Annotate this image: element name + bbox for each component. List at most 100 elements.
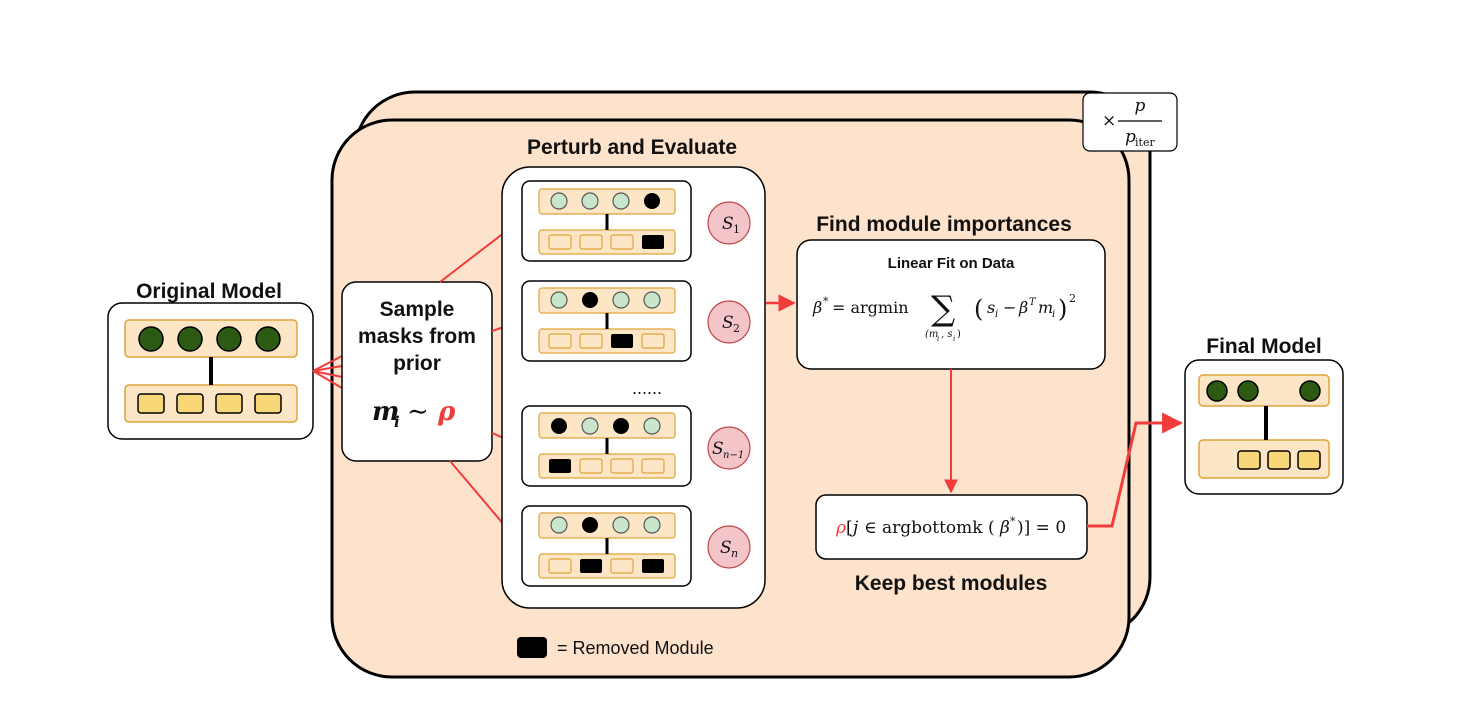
node-active-icon <box>177 326 203 352</box>
perturb-box <box>501 166 766 609</box>
module-removed-icon <box>611 334 633 348</box>
svg-text:S: S <box>720 538 732 558</box>
node-removed-icon <box>582 517 598 533</box>
svg-text:j: j <box>849 518 859 538</box>
node-inactive-icon <box>550 291 568 309</box>
node-active-icon <box>255 326 281 352</box>
module-removed-icon <box>642 559 664 573</box>
removed-module-legend-icon <box>517 637 547 658</box>
svg-text:): ) <box>957 329 961 340</box>
node-removed-icon <box>551 418 567 434</box>
legend: = Removed Module <box>517 637 714 658</box>
prior-update-formula: ρ [ j ∈ argbottomk ( β * )] = 0 <box>835 515 1066 538</box>
linear-fit-title: Linear Fit on Data <box>888 255 1015 272</box>
iterations-badge: × p p iter <box>1082 92 1178 152</box>
module-kept-icon <box>579 234 603 250</box>
svg-text:): ) <box>1058 295 1067 323</box>
objective-formula: β * = argmin ∑ (m i , s i ) ( s i − β T … <box>812 289 1076 343</box>
node-inactive-icon <box>550 516 568 534</box>
svg-text:i: i <box>995 309 998 320</box>
svg-text:(: ( <box>974 295 983 323</box>
node-inactive-icon <box>643 291 661 309</box>
svg-text:2: 2 <box>733 322 740 335</box>
svg-text:×: × <box>1102 111 1116 131</box>
svg-text:(m: (m <box>925 329 938 340</box>
module-kept-icon <box>548 234 572 250</box>
svg-text:p: p <box>1125 127 1136 147</box>
score-sn-1: S n−1 <box>707 426 751 470</box>
svg-text:m: m <box>372 397 400 427</box>
svg-text:= argmin: = argmin <box>832 298 909 317</box>
node-inactive-icon <box>550 192 568 210</box>
svg-text:−: − <box>1003 298 1016 317</box>
module-icon <box>1297 450 1321 470</box>
module-kept-icon <box>548 558 572 574</box>
svg-text:∑: ∑ <box>931 289 955 329</box>
svg-text:iter: iter <box>1135 136 1155 149</box>
sample-line-3: prior <box>393 352 441 375</box>
prior-update-box: ρ [ j ∈ argbottomk ( β * )] = 0 <box>815 494 1088 560</box>
node-inactive-icon <box>581 417 599 435</box>
original-title: Original Model <box>136 280 282 303</box>
mask-sample-n <box>521 505 692 587</box>
svg-text:p: p <box>1135 96 1146 116</box>
svg-text:β: β <box>812 298 822 317</box>
module-removed-icon <box>642 235 664 249</box>
module-icon <box>1237 450 1261 470</box>
svg-text:ρ: ρ <box>437 397 456 427</box>
score-sn: S n <box>707 525 751 569</box>
node-removed-icon <box>644 193 660 209</box>
score-s2: S 2 <box>707 300 751 344</box>
keep-title: Keep best modules <box>855 572 1048 595</box>
node-inactive-icon <box>643 516 661 534</box>
svg-text:i: i <box>937 335 939 343</box>
svg-text:, s: , s <box>941 329 953 340</box>
find-title: Find module importances <box>816 213 1072 236</box>
module-kept-icon <box>548 333 572 349</box>
ellipsis: ...... <box>632 378 662 398</box>
svg-text:m: m <box>1038 298 1053 317</box>
svg-text:)] = 0: )] = 0 <box>1017 518 1066 538</box>
svg-text:∼: ∼ <box>407 397 429 427</box>
svg-text:*: * <box>1010 515 1016 528</box>
sample-box: Sample masks from prior m i ∼ ρ <box>341 281 493 462</box>
original-to-sample-arrows <box>312 355 343 389</box>
update-to-final-arrow <box>1087 412 1184 528</box>
module-icon <box>254 393 282 414</box>
module-kept-icon <box>641 333 665 349</box>
module-kept-icon <box>610 458 634 474</box>
svg-text:T: T <box>1029 297 1037 308</box>
node-removed-icon <box>582 292 598 308</box>
node-inactive-icon <box>612 192 630 210</box>
svg-text:i: i <box>394 413 400 431</box>
original-model <box>107 302 314 440</box>
mask-sample-2 <box>521 280 692 362</box>
node-active-icon <box>1206 380 1228 402</box>
node-inactive-icon <box>612 516 630 534</box>
module-kept-icon <box>610 234 634 250</box>
svg-text:β: β <box>999 518 1010 538</box>
module-icon <box>137 393 165 414</box>
node-active-icon <box>138 326 164 352</box>
svg-text:S: S <box>722 313 734 333</box>
final-model <box>1184 359 1344 495</box>
module-kept-icon <box>579 458 603 474</box>
svg-text:i: i <box>953 335 955 343</box>
node-active-icon <box>1299 380 1321 402</box>
module-icon <box>176 393 204 414</box>
svg-text:S: S <box>722 214 734 234</box>
module-removed-icon <box>549 459 571 473</box>
svg-text:[: [ <box>846 518 853 538</box>
svg-text:ρ: ρ <box>835 518 846 538</box>
linear-fit-box: Linear Fit on Data β * = argmin ∑ (m i ,… <box>796 239 1106 370</box>
module-kept-icon <box>641 458 665 474</box>
final-title: Final Model <box>1206 335 1322 358</box>
mask-sample-1 <box>521 180 692 262</box>
svg-text:β: β <box>1018 298 1028 317</box>
svg-text:2: 2 <box>1069 292 1076 305</box>
node-active-icon <box>216 326 242 352</box>
sample-line-1: Sample <box>380 298 455 321</box>
node-inactive-icon <box>581 192 599 210</box>
module-icon <box>215 393 243 414</box>
module-removed-icon <box>580 559 602 573</box>
